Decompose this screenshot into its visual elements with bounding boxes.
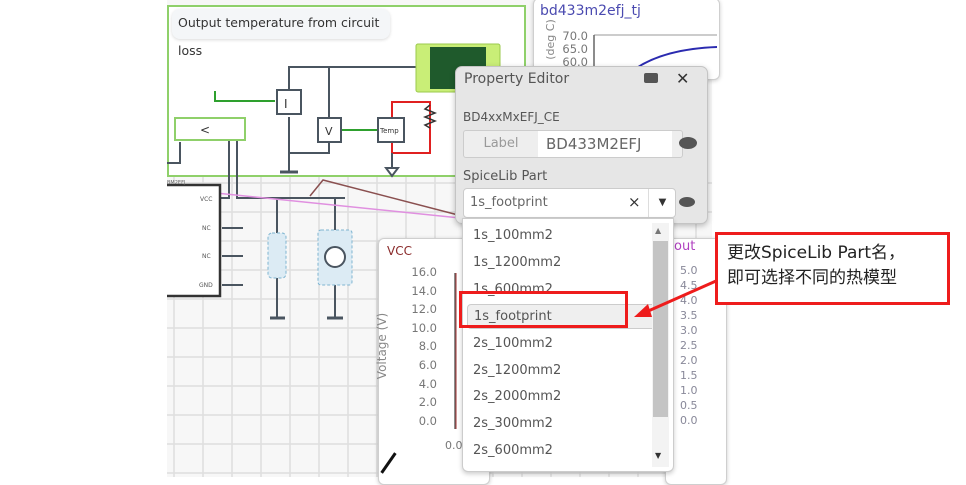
temp-block (377, 117, 405, 143)
ic-chip (167, 183, 222, 298)
y-tick: 4.0 (680, 294, 698, 307)
x-tick: 0.0 (445, 439, 463, 452)
spicelib-value: 1s_footprint (470, 195, 548, 210)
highlight-box (459, 291, 628, 328)
clear-icon[interactable]: × (628, 193, 641, 211)
pencil-icon[interactable] (380, 452, 397, 474)
y-tick: 3.0 (680, 324, 698, 337)
note-label: Output temperature from circuit loss (172, 9, 390, 58)
scrollbar-thumb[interactable] (653, 241, 668, 417)
ground-symbol (384, 167, 400, 178)
svg-text:BM2EFJ: BM2EFJ (167, 180, 185, 186)
y-tick: 65.0 (562, 42, 588, 56)
y-tick: 4.5 (680, 279, 698, 292)
svg-text:I: I (284, 97, 288, 111)
spicelib-combobox[interactable]: 1s_footprint × ▼ (463, 188, 676, 218)
voltmeter (317, 117, 342, 143)
close-icon[interactable]: ✕ (676, 69, 690, 88)
eye-icon[interactable] (679, 137, 697, 149)
y-tick: 2.0 (418, 395, 437, 410)
y-tick: 0.0 (680, 414, 698, 427)
eye-icon[interactable] (679, 197, 695, 207)
svg-text:VCC: VCC (200, 196, 212, 203)
dropdown-item[interactable]: 2s_300mm2 (473, 416, 553, 432)
y-tick: 60.0 (562, 55, 588, 69)
chart-title: VCC (387, 244, 412, 258)
component-name: BD4xxMxEFJ_CE (463, 110, 560, 124)
y-tick: 5.0 (680, 264, 698, 277)
y-tick: 16.0 (411, 265, 437, 279)
y-tick: 8.0 (418, 339, 437, 354)
chart-title: out (674, 239, 696, 254)
comparator-block (174, 117, 246, 141)
current-source (276, 89, 302, 115)
dropdown-arrow-icon[interactable]: ▼ (648, 189, 676, 217)
pin-icon[interactable] (644, 73, 658, 83)
y-tick: 12.0 (411, 302, 437, 317)
dropdown-item[interactable]: 2s_1200mm2 (473, 362, 562, 378)
y-tick: 14.0 (411, 283, 437, 298)
dropdown-item[interactable]: 2s_600mm2 (473, 443, 553, 459)
dropdown-item[interactable]: 2s_100mm2 (473, 335, 553, 351)
y-tick: 1.5 (680, 369, 698, 382)
svg-text:GND: GND (199, 282, 213, 289)
svg-text:Temp: Temp (379, 127, 399, 135)
capacitor (267, 232, 287, 279)
y-tick: 1.0 (680, 384, 698, 397)
y-tick: 10.0 (411, 320, 437, 335)
label-input[interactable]: BD433M2EFJ (538, 131, 672, 157)
scrollbar[interactable]: ▲ ▼ (652, 223, 669, 467)
svg-text:NC: NC (202, 253, 211, 260)
dropdown-item[interactable]: 1s_100mm2 (473, 228, 553, 243)
callout-box: 更改SpiceLib Part名， 即可选择不同的热模型 (715, 232, 950, 305)
scroll-down-icon[interactable]: ▼ (655, 451, 662, 460)
dropdown-item[interactable]: 1s_1200mm2 (473, 254, 562, 270)
y-tick: 4.0 (418, 376, 437, 391)
y-tick: 0.5 (680, 399, 698, 412)
y-tick: 0.0 (418, 413, 437, 428)
y-tick: 6.0 (418, 358, 437, 372)
label-button[interactable]: Label (483, 136, 519, 151)
svg-text:V: V (325, 125, 333, 138)
chart-title: bd433m2efj_tj (540, 3, 641, 19)
y-tick: 3.5 (680, 309, 698, 322)
y-tick: 70.0 (562, 29, 588, 43)
property-editor: Property Editor ✕ BD4xxMxEFJ_CE Label BD… (455, 66, 708, 224)
callout-line: 更改SpiceLib Part名， (727, 243, 906, 263)
resistor-symbol (422, 104, 438, 129)
scroll-up-icon[interactable]: ▲ (655, 226, 662, 235)
y-tick: 2.5 (680, 339, 698, 352)
property-editor-title: Property Editor (464, 71, 570, 87)
svg-text:NC: NC (202, 225, 211, 232)
y-axis-label: Voltage (V) (375, 312, 390, 380)
spicelib-heading: SpiceLib Part (463, 169, 548, 184)
dropdown-item[interactable]: 2s_2000mm2 (473, 389, 562, 405)
svg-text:<: < (200, 123, 210, 137)
y-tick: 2.0 (680, 354, 698, 367)
callout-line: 即可选择不同的热模型 (727, 268, 897, 288)
